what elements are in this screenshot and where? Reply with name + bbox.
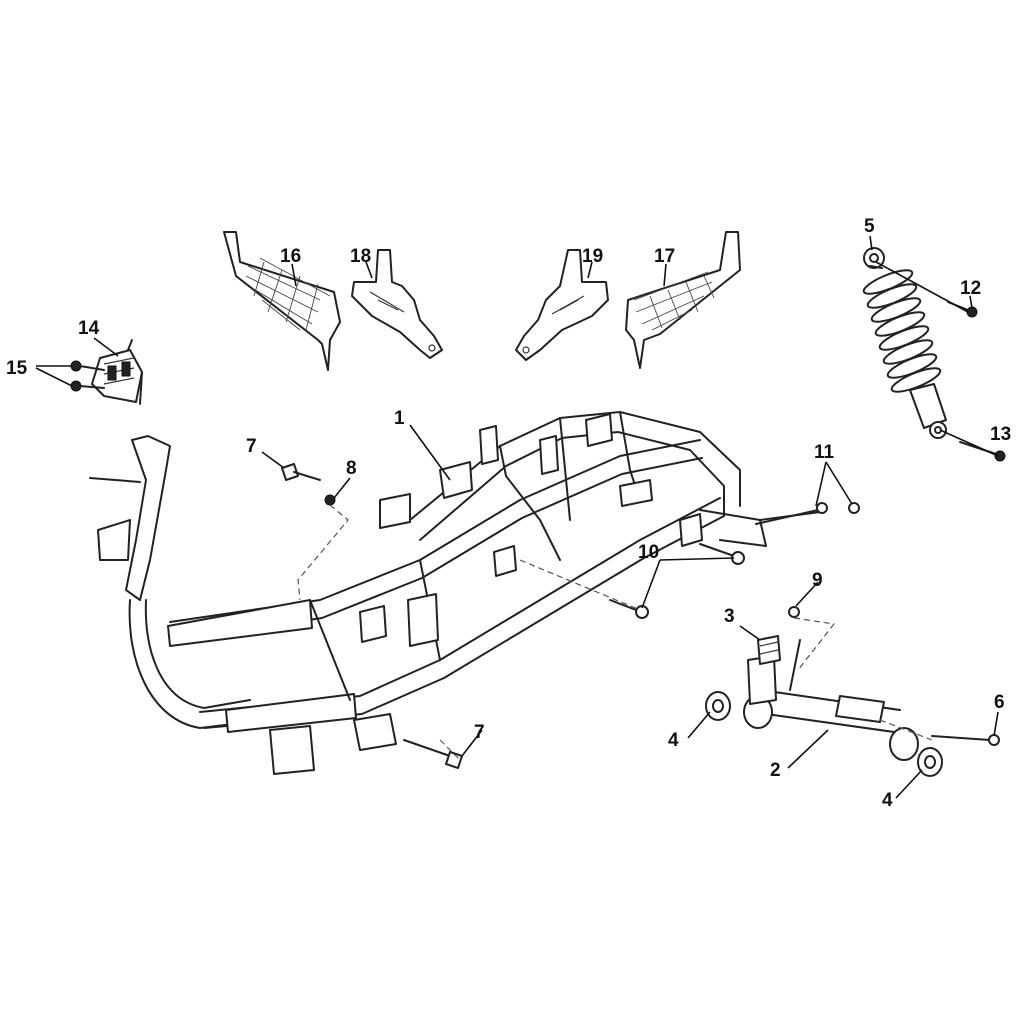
callout-13: 13 <box>990 424 1011 445</box>
nut-9 <box>788 606 800 618</box>
screws-15 <box>70 360 105 392</box>
callout-1: 1 <box>394 408 405 429</box>
callout-6: 6 <box>994 692 1005 713</box>
callout-4-left: 4 <box>668 730 679 751</box>
callout-4-right: 4 <box>882 790 893 811</box>
callout-16: 16 <box>280 246 301 267</box>
callout-14: 14 <box>78 318 100 339</box>
callout-3: 3 <box>724 606 735 627</box>
battery-bracket <box>91 339 143 405</box>
bolt-7-lower <box>403 739 463 769</box>
callout-2: 2 <box>770 760 781 781</box>
leader-lines <box>35 235 999 799</box>
left-bracket <box>351 249 443 359</box>
right-heat-shield <box>625 231 741 369</box>
callout-17: 17 <box>654 246 675 267</box>
callout-8: 8 <box>346 458 357 479</box>
callout-12: 12 <box>960 278 981 299</box>
callout-18: 18 <box>350 246 371 267</box>
rubber-bushing-3 <box>757 635 781 665</box>
bolt-10-upper <box>699 543 745 565</box>
left-heat-shield <box>223 231 341 371</box>
bushing-4-right <box>917 747 943 777</box>
bolt-6 <box>931 734 1000 746</box>
callout-labels: 1 2 3 4 4 5 6 7 7 8 9 10 11 12 13 14 15 … <box>6 216 1011 811</box>
bolt-10-lower <box>609 599 649 619</box>
callout-7-lower: 7 <box>474 722 485 743</box>
callout-10: 10 <box>638 542 659 563</box>
callout-15: 15 <box>6 358 28 379</box>
bolts-11 <box>755 502 860 525</box>
bushing-4-left <box>705 691 731 721</box>
callout-7-upper: 7 <box>246 436 257 457</box>
main-frame <box>89 411 821 775</box>
rear-shock-absorber <box>862 247 947 439</box>
nut-8 <box>324 494 336 506</box>
right-bracket <box>515 249 609 361</box>
bolt-7-upper <box>281 463 321 481</box>
swing-arm <box>743 639 919 761</box>
callout-19: 19 <box>582 246 603 267</box>
assembly-lines <box>297 504 933 761</box>
callout-11: 11 <box>814 442 835 463</box>
callout-5: 5 <box>864 216 875 237</box>
callout-9: 9 <box>812 570 823 591</box>
